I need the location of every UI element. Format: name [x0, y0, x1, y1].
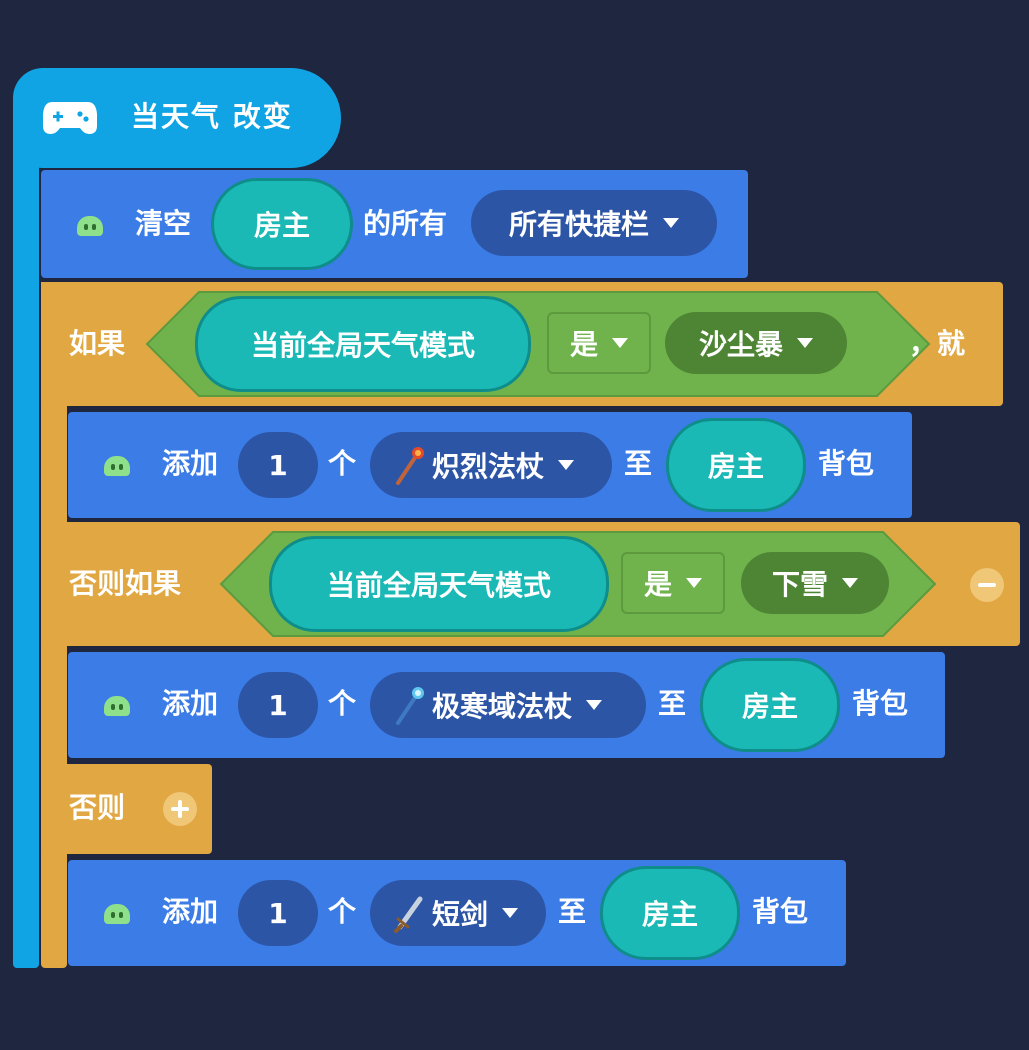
chevron-down-icon — [502, 908, 519, 918]
weather-value-dropdown[interactable]: 沙尘暴 — [665, 312, 847, 374]
add-verb: 添加 — [162, 447, 219, 480]
item-value: 短剑 — [432, 898, 489, 931]
event-block-weather-change[interactable]: 当天气 改变 — [13, 68, 341, 168]
else-if-label: 否则如果 — [69, 567, 182, 600]
to-label: 至 — [624, 447, 653, 480]
unit-label: 个 — [328, 687, 357, 720]
player-target-pill[interactable]: 房主 — [666, 418, 806, 512]
plus-circle-icon[interactable] — [163, 792, 197, 826]
weather-mode-reporter[interactable]: 当前全局天气模式 — [195, 296, 531, 392]
unit-label: 个 — [328, 895, 357, 928]
item-value: 炽烈法杖 — [432, 450, 545, 483]
player-target-pill[interactable]: 房主 — [700, 658, 840, 752]
compare-op-dropdown[interactable]: 是 — [547, 312, 651, 374]
chevron-down-icon — [686, 578, 702, 588]
to-label: 至 — [558, 895, 587, 928]
chevron-down-icon — [586, 700, 603, 710]
backpack-label: 背包 — [752, 895, 809, 928]
count-input[interactable]: 1 — [238, 880, 318, 946]
minus-circle-icon[interactable] — [970, 568, 1004, 602]
robot-icon — [104, 696, 130, 716]
backpack-label: 背包 — [852, 687, 909, 720]
chevron-down-icon — [842, 578, 858, 588]
robot-icon — [77, 216, 103, 236]
add-verb: 添加 — [162, 895, 219, 928]
compare-op-dropdown[interactable]: 是 — [621, 552, 725, 614]
to-label: 至 — [658, 687, 687, 720]
chevron-down-icon — [612, 338, 628, 348]
else-block-header[interactable]: 否则 — [41, 764, 212, 854]
add-item-block-2[interactable]: 添加 1 个 极寒域法杖 至 房主 背包 — [68, 652, 945, 758]
unit-label: 个 — [328, 447, 357, 480]
weather-value: 沙尘暴 — [698, 328, 783, 361]
clear-verb: 清空 — [135, 207, 192, 240]
short-sword-icon — [394, 896, 423, 933]
scope-dropdown-value: 所有快捷栏 — [508, 208, 649, 241]
event-label: 当天气 改变 — [131, 100, 293, 133]
clear-mid-label: 的所有 — [363, 207, 448, 240]
add-verb: 添加 — [162, 687, 219, 720]
chevron-down-icon — [558, 460, 575, 470]
player-target-pill[interactable]: 房主 — [211, 178, 353, 270]
compare-op-value: 是 — [643, 568, 672, 601]
chevron-down-icon — [797, 338, 813, 348]
then-label: ，就 — [909, 327, 966, 360]
if-label: 如果 — [69, 327, 126, 360]
item-value: 极寒域法杖 — [432, 690, 573, 723]
item-dropdown[interactable]: 极寒域法杖 — [370, 672, 646, 738]
if-block-header[interactable]: 如果 当前全局天气模式 是 沙尘暴 ，就 — [41, 282, 1003, 406]
chevron-down-icon — [663, 218, 679, 228]
else-if-block-header[interactable]: 否则如果 当前全局天气模式 是 下雪 — [41, 522, 1020, 646]
count-input[interactable]: 1 — [238, 672, 318, 738]
weather-value-dropdown[interactable]: 下雪 — [741, 552, 889, 614]
else-label: 否则 — [69, 791, 126, 824]
add-item-block-3[interactable]: 添加 1 个 短剑 至 房主 背包 — [68, 860, 846, 966]
add-item-block-1[interactable]: 添加 1 个 炽烈法杖 至 房主 背包 — [68, 412, 912, 518]
compare-op-value: 是 — [569, 328, 598, 361]
player-target-pill[interactable]: 房主 — [600, 866, 740, 960]
robot-icon — [104, 456, 130, 476]
fire-staff-icon — [396, 447, 424, 485]
backpack-label: 背包 — [818, 447, 875, 480]
clear-inventory-block[interactable]: 清空 房主 的所有 所有快捷栏 — [41, 170, 748, 278]
weather-mode-reporter[interactable]: 当前全局天气模式 — [269, 536, 609, 632]
count-input[interactable]: 1 — [238, 432, 318, 498]
item-dropdown[interactable]: 炽烈法杖 — [370, 432, 612, 498]
gamepad-icon — [43, 102, 97, 134]
robot-icon — [104, 904, 130, 924]
scope-dropdown[interactable]: 所有快捷栏 — [471, 190, 717, 256]
event-block-spine — [13, 120, 39, 968]
weather-value: 下雪 — [771, 568, 828, 601]
frost-staff-icon — [396, 687, 424, 725]
item-dropdown[interactable]: 短剑 — [370, 880, 546, 946]
